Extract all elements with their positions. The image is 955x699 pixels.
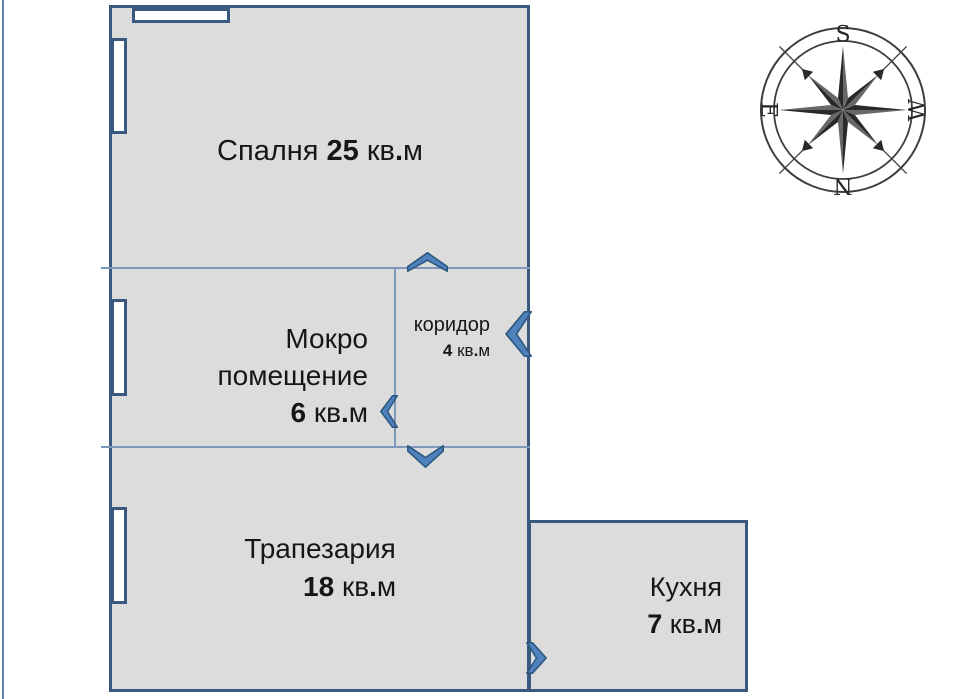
wet-room-name-line1: Мокро [285,323,368,354]
unit-m: м [348,397,368,428]
door-arrow-down-icon [407,445,444,468]
kitchen-name: Кухня [649,572,722,602]
partition-line-corridor [394,267,396,447]
unit-dot: . [695,609,704,639]
window-left-bedroom [111,38,127,134]
wet-room-area-line: 6 кв.м [110,394,368,431]
unit-dot: . [394,135,404,167]
partition-line-dining [101,446,530,448]
window-left-wetroom [111,299,127,396]
unit-kv: кв [341,571,370,602]
compass-rose-icon: S W N E [757,24,929,196]
wet-room-name-line2: помещение [217,360,368,391]
apartment-outline [109,5,530,692]
bedroom-label: Спалня 25 кв.м [110,135,530,168]
corridor-area-line: 4 кв.м [393,338,490,363]
unit-m: м [478,341,490,360]
dining-room-area: 18 [303,571,335,602]
wet-room-area: 6 [290,397,307,428]
unit-kv: кв [313,397,341,428]
unit-dot: . [369,571,377,602]
bedroom-name: Спалня [217,135,319,167]
unit-kv: кв [366,135,395,167]
door-arrow-left-wetroom-icon [380,395,398,428]
window-left-dining [111,507,127,604]
compass-letter-n: N [833,173,852,197]
window-top [132,8,230,23]
unit-kv: кв [669,609,696,639]
dining-room-area-line: 18 кв.м [303,571,396,603]
kitchen-area-line: 7 кв.м [530,609,722,640]
partition-line-bedroom [101,267,530,269]
door-arrow-up-icon [407,252,448,272]
corridor-label: коридор 4 кв.м [393,313,490,363]
unit-kv: кв [457,341,474,360]
unit-m: м [703,609,722,639]
compass-letter-s: S [835,24,850,48]
dining-room-name: Трапезария [244,533,396,564]
unit-dot: . [473,341,479,360]
wet-room-label: Мокро помещение 6 кв.м [110,320,368,431]
page-edge-line [2,0,4,699]
corridor-name: коридор [413,314,490,336]
unit-m: м [403,135,423,167]
compass-letter-w: W [906,98,930,121]
kitchen-room-outline [528,520,748,692]
corridor-area: 4 [442,341,453,360]
door-arrow-right-kitchen-icon [526,642,547,674]
door-arrow-left-corridor-icon [505,311,532,357]
compass-letter-e: E [757,102,781,118]
unit-m: м [376,571,397,602]
bedroom-area: 25 [326,135,359,167]
unit-dot: . [340,397,349,428]
kitchen-area: 7 [647,609,663,639]
